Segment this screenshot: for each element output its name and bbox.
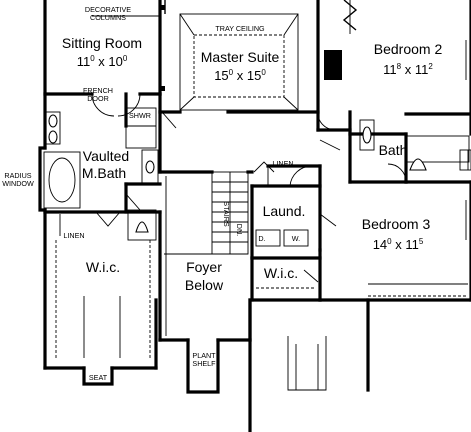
bath-name: Bath <box>379 142 408 158</box>
french-door-label-2: DOOR <box>87 94 109 103</box>
stairs-label: STAIRS <box>222 201 231 227</box>
details <box>43 0 471 391</box>
foyer-name-1: Foyer <box>186 259 222 275</box>
french-door-label-1: FRENCH <box>83 86 113 95</box>
sitting-room-name: Sitting Room <box>62 35 142 51</box>
bedroom-3-name: Bedroom 3 <box>362 216 431 232</box>
decorative-columns-label-2: COLUMNS <box>90 13 126 22</box>
hall-linen-label: LINEN <box>272 159 293 168</box>
plant-shelf-label-1: PLANT <box>192 351 216 360</box>
shower-label: SHWR <box>129 111 151 120</box>
bedroom-3-dimensions: 140 x 115 <box>373 237 424 252</box>
master-wic-name: W.i.c. <box>86 259 120 275</box>
dryer-label: D. <box>258 234 265 243</box>
walls <box>38 0 471 432</box>
radius-window-label-2: WINDOW <box>2 179 34 188</box>
stairs-down-label: DN. <box>235 224 244 236</box>
small-wic-name: W.i.c. <box>264 265 298 281</box>
bedroom-2-dimensions: 118 x 112 <box>383 62 433 77</box>
foyer-name-2: Below <box>185 277 224 293</box>
radius-window-label-1: RADIUS <box>4 171 31 180</box>
sitting-room-dimensions: 110 x 100 <box>77 54 128 69</box>
vaulted-bath-name-1: Vaulted <box>83 148 129 164</box>
decorative-columns-label-1: DECORATIVE <box>85 5 131 14</box>
laundry-name: Laund. <box>263 203 306 219</box>
bedroom-2-name: Bedroom 2 <box>374 41 443 57</box>
washer-label: W. <box>292 234 300 243</box>
tray-ceiling-label: TRAY CEILING <box>215 24 265 33</box>
seat-label: SEAT <box>89 373 108 382</box>
plant-shelf-label-2: SHELF <box>192 359 216 368</box>
master-suite-name: Master Suite <box>201 49 280 65</box>
master-suite-dimensions: 150 x 150 <box>214 68 266 83</box>
vaulted-bath-name-2: M.Bath <box>82 165 126 181</box>
master-linen-label: LINEN <box>63 231 84 240</box>
